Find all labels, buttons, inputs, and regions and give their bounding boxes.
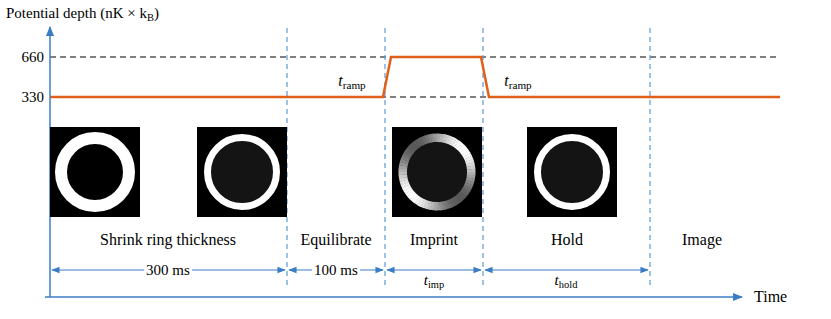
label-text: Imprint xyxy=(410,231,458,248)
imprinted-ring xyxy=(399,134,476,211)
duration-bracket xyxy=(485,269,648,270)
ring-segment xyxy=(399,172,408,176)
label-text: 100 ms xyxy=(314,262,358,278)
label-text: 660 xyxy=(22,49,45,65)
ramp-time: tramp xyxy=(336,72,367,92)
symbol: t xyxy=(338,72,342,89)
ring-interior xyxy=(211,141,273,203)
duration-label: thold xyxy=(553,272,580,291)
label-text: Image xyxy=(682,231,722,248)
label-text: Hold xyxy=(551,231,583,248)
potential-trace xyxy=(50,57,780,97)
time-axis xyxy=(45,296,742,298)
label-text: 300 ms xyxy=(146,262,190,278)
subscript: ramp xyxy=(509,80,532,92)
phase-divider xyxy=(649,28,650,288)
label-text: Equilibrate xyxy=(300,231,371,248)
symbol: t xyxy=(504,72,508,89)
subscript: hold xyxy=(559,279,578,290)
thick-ring xyxy=(61,138,129,206)
ring-image xyxy=(527,127,617,217)
ring-segment xyxy=(467,169,476,173)
ring-segment xyxy=(437,202,441,211)
ring-segment xyxy=(434,134,438,143)
phase-divider xyxy=(384,28,385,288)
thin-ring xyxy=(208,138,277,207)
phase-name: Equilibrate xyxy=(298,231,373,249)
phase-name: Imprint xyxy=(408,231,460,249)
tick-label: 660 xyxy=(20,49,47,66)
subscript: imp xyxy=(428,279,444,290)
duration-label: timp xyxy=(422,272,447,291)
phase-name: Hold xyxy=(549,231,585,249)
ring-interior xyxy=(541,141,603,203)
ring-interior xyxy=(407,142,467,202)
duration-label: 100 ms xyxy=(312,262,360,279)
ramp-time: tramp xyxy=(502,72,533,92)
symbol: t xyxy=(555,272,559,288)
duration-label: 300 ms xyxy=(144,262,192,279)
label-text: Time xyxy=(754,288,787,305)
subscript: ramp xyxy=(343,80,366,92)
label-text: Shrink ring thickness xyxy=(100,231,236,248)
symbol: t xyxy=(424,272,428,288)
ring-image xyxy=(50,127,140,217)
phase-name: Image xyxy=(680,231,724,249)
duration-bracket xyxy=(387,269,481,270)
subscript: B xyxy=(147,12,154,23)
ring-image xyxy=(197,127,287,217)
axis-title: Potential depth (nK × kB) xyxy=(4,5,161,24)
label-text: Potential depth (nK × k xyxy=(6,5,147,21)
label-text: 330 xyxy=(22,89,45,105)
label-text: ) xyxy=(154,5,159,21)
axis-title: Time xyxy=(752,288,789,306)
tick-label: 330 xyxy=(20,89,47,106)
thin-ring xyxy=(538,138,607,207)
phase-name: Shrink ring thickness xyxy=(98,231,238,249)
ring-image xyxy=(392,127,482,217)
